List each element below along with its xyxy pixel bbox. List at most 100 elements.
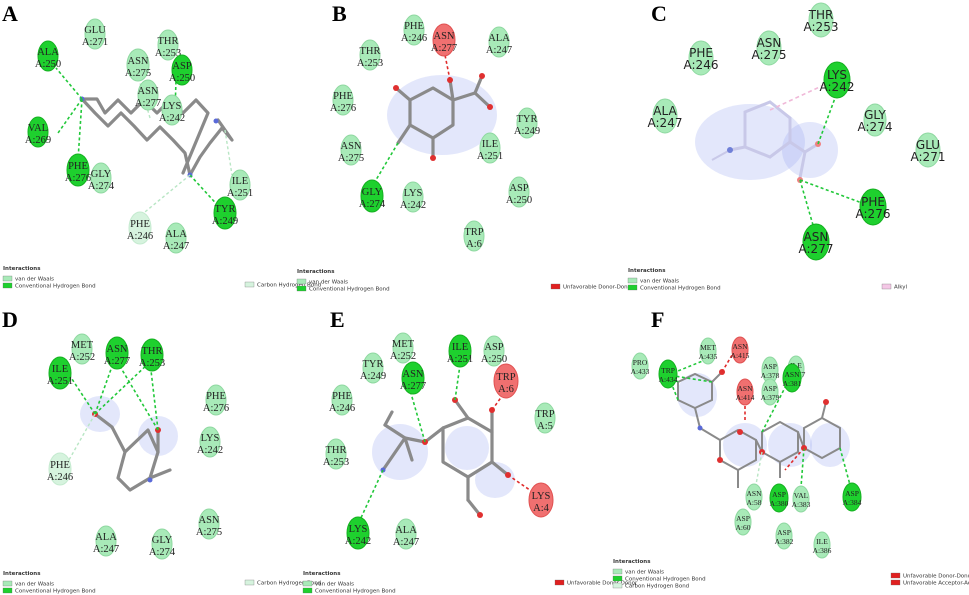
residue-name: PHE (333, 91, 353, 102)
legend-title: Interactions (303, 571, 341, 577)
residue-disc (488, 26, 510, 58)
residue-name: PHE (206, 391, 226, 402)
residue-number: A:386 (813, 546, 832, 555)
legend-label: Conventional Hydrogen Bond (640, 286, 721, 292)
residue-disc (66, 153, 90, 187)
residue-number: A:277 (799, 242, 834, 256)
residue-disc (199, 426, 221, 458)
residue-name: VAL (28, 123, 48, 134)
residue-disc (761, 378, 779, 406)
residue-name: TYR (215, 204, 236, 215)
residue-disc (403, 14, 425, 46)
residue-number: A:277 (400, 381, 426, 392)
residue-number: A:276 (330, 103, 356, 114)
residue-number: A:271 (911, 150, 946, 164)
residue-name: ALA (37, 47, 59, 58)
legend-swatch (627, 284, 638, 291)
residue-disc (802, 223, 830, 261)
residue-disc (745, 483, 763, 511)
legend-label: Conventional Hydrogen Bond (15, 284, 96, 290)
legend-label: Carbon Hydrogen Bond (257, 283, 321, 289)
residue-name: TRP (496, 372, 515, 383)
residue-name: ILE (52, 364, 68, 375)
residue-number: A:251 (47, 376, 73, 387)
residue-name: ASN (746, 489, 762, 498)
legend-label: van der Waals (15, 582, 54, 588)
legend-swatch (612, 575, 623, 582)
residue-disc (362, 352, 384, 384)
residue-number: A:251 (227, 188, 253, 199)
legend-swatch (890, 579, 901, 586)
residue-name: ILE (816, 537, 828, 546)
residue-number: A:274 (858, 120, 893, 134)
residue-number: A:6 (498, 384, 514, 395)
residue-disc (105, 336, 129, 370)
residue-disc (516, 107, 538, 139)
ligand-c (695, 83, 863, 233)
residue-number: A:247 (486, 45, 512, 56)
residue-number: A:250 (169, 73, 195, 84)
residue-name: MET (392, 339, 415, 350)
residue-number: A:277 (135, 98, 161, 109)
residue-name: ILE (232, 176, 248, 187)
residue-number: A:381 (783, 379, 802, 388)
residue-name: PHE (404, 21, 424, 32)
legend-swatch (890, 572, 901, 579)
residue-number: A:382 (775, 537, 794, 546)
legend-label: Unfavorable Acceptor-Acceptor (903, 581, 969, 587)
panel-label-c: C (651, 1, 667, 26)
residue-name: ALA (395, 525, 417, 536)
residue-disc (165, 222, 187, 254)
residue-number: A:434 (659, 375, 678, 384)
residue-disc (493, 363, 519, 399)
residue-disc (842, 482, 862, 512)
residue-disc (808, 2, 834, 38)
residue-number: A:246 (684, 58, 719, 72)
residue-number: A:6 (466, 239, 482, 250)
ligand-d (64, 357, 178, 492)
residue-disc (736, 378, 754, 406)
residue-number: A:277 (104, 356, 130, 367)
residue-disc (48, 452, 72, 486)
residue-disc (331, 384, 353, 416)
residue-disc (734, 508, 752, 536)
legend-swatch (2, 587, 13, 594)
legend-swatch (244, 281, 255, 288)
residue-name: ASP (172, 61, 191, 72)
legend-label: Conventional Hydrogen Bond (309, 287, 390, 293)
residue-disc (213, 196, 237, 230)
legend-label: Unfavorable Donor-Donor (903, 574, 969, 580)
residue-name: ASN (106, 344, 127, 355)
residue-name: GLY (152, 535, 173, 546)
residue-name: PHE (130, 219, 150, 230)
residue-number: A:433 (631, 367, 650, 376)
residue-disc (137, 79, 159, 111)
legend-label: Carbon Hydrogen Bond (257, 581, 321, 587)
residue-number: A:249 (360, 371, 386, 382)
residue-number: A:242 (400, 200, 426, 211)
